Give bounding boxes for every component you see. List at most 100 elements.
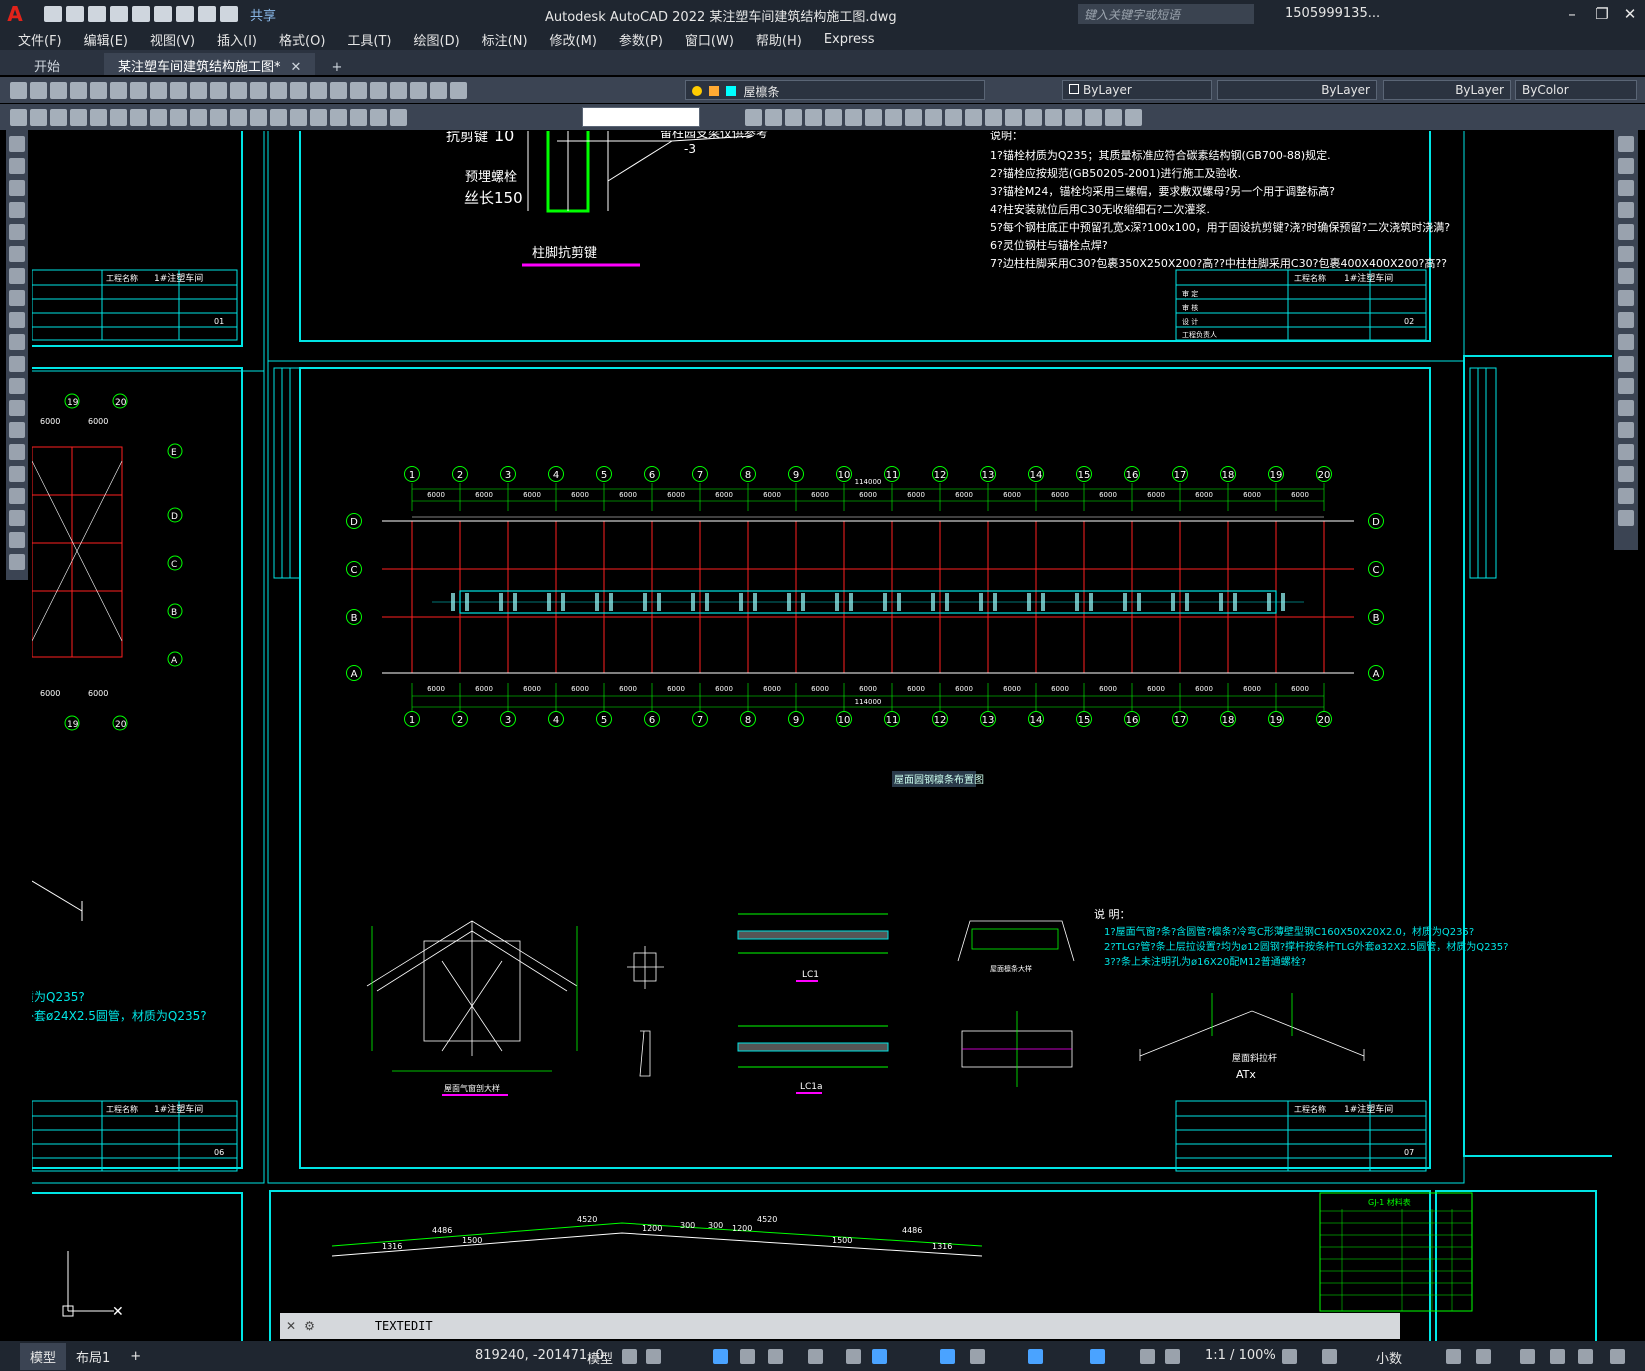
tab-drawing[interactable]: 某注塑车间建筑结构施工图*✕: [104, 53, 316, 75]
copy-tool-icon[interactable]: [1618, 158, 1634, 174]
tab-model[interactable]: 模型: [20, 1342, 67, 1370]
explode-tool-icon[interactable]: [1618, 510, 1634, 526]
properties-icon[interactable]: [330, 81, 347, 99]
isodraft-icon[interactable]: [768, 1349, 783, 1364]
tolerance-icon[interactable]: [270, 108, 287, 126]
offset-tool-icon[interactable]: [1618, 202, 1634, 218]
model-space-toggle[interactable]: 模型: [587, 1352, 614, 1367]
layer-iso-icon[interactable]: [1065, 108, 1082, 126]
break-tool-icon[interactable]: [1618, 400, 1634, 416]
scale-tool-icon[interactable]: [1618, 290, 1634, 306]
mtext-icon[interactable]: [9, 532, 25, 548]
offset-icon[interactable]: [805, 108, 822, 126]
dim-ordinate-icon[interactable]: [70, 108, 87, 126]
region-icon[interactable]: [9, 488, 25, 504]
isolate-objects-icon[interactable]: [1520, 1349, 1535, 1364]
zoom-prev-icon[interactable]: [310, 81, 327, 99]
lineweight-icon[interactable]: [872, 1349, 887, 1364]
menu-window[interactable]: 窗口(W): [684, 33, 734, 49]
publish-icon[interactable]: [110, 81, 127, 99]
polygon-icon[interactable]: [9, 202, 25, 218]
maximize-button[interactable]: ❐: [1595, 5, 1609, 23]
linetype-dropdown[interactable]: ByLayer: [1217, 80, 1377, 100]
dim-linear-icon[interactable]: [10, 108, 27, 126]
markup-icon[interactable]: [410, 81, 427, 99]
clean-screen-icon[interactable]: [1578, 1349, 1593, 1364]
help-icon[interactable]: [450, 81, 467, 99]
layer-freeze-tool-icon[interactable]: [1105, 108, 1122, 126]
dim-angular-icon[interactable]: [150, 108, 167, 126]
open-icon[interactable]: [30, 81, 47, 99]
auto-scale-icon[interactable]: [1140, 1349, 1155, 1364]
copy-icon[interactable]: [150, 81, 167, 99]
menu-tools[interactable]: 工具(T): [347, 33, 392, 49]
workspace-gear-icon[interactable]: [1282, 1349, 1297, 1364]
chamfer-tool-icon[interactable]: [1618, 444, 1634, 460]
dim-space-icon[interactable]: [230, 108, 247, 126]
erase-tool-icon[interactable]: [1618, 136, 1634, 152]
revcloud-icon[interactable]: [9, 290, 25, 306]
preview-icon[interactable]: [90, 81, 107, 99]
graphics-performance-icon[interactable]: [1550, 1349, 1565, 1364]
add-layout-icon[interactable]: +: [130, 1348, 142, 1364]
layer-off-icon[interactable]: [1085, 108, 1102, 126]
arc-icon[interactable]: [9, 246, 25, 262]
polar-icon[interactable]: [740, 1349, 755, 1364]
stretch-tool-icon[interactable]: [1618, 312, 1634, 328]
spline-icon[interactable]: [9, 312, 25, 328]
extend-tool-icon[interactable]: [1618, 356, 1634, 372]
menu-format[interactable]: 格式(O): [279, 33, 326, 49]
menu-help[interactable]: 帮助(H): [755, 33, 802, 49]
dim-jogged-icon[interactable]: [110, 108, 127, 126]
menu-parametric[interactable]: 参数(P): [618, 33, 663, 49]
gradient-icon[interactable]: [9, 466, 25, 482]
redo-icon[interactable]: [220, 6, 238, 22]
design-center-icon[interactable]: [350, 81, 367, 99]
dynamic-ucs-icon[interactable]: [1028, 1349, 1043, 1364]
layer-dropdown[interactable]: 屋檩条: [685, 80, 985, 100]
customization-icon[interactable]: [1610, 1349, 1625, 1364]
cmd-settings-icon[interactable]: ⚙: [304, 1319, 315, 1333]
move-icon[interactable]: [845, 108, 862, 126]
snap-icon[interactable]: [646, 1349, 661, 1364]
mirror-icon[interactable]: [785, 108, 802, 126]
new-file-icon[interactable]: [44, 6, 62, 22]
construction-line-icon[interactable]: [9, 158, 25, 174]
quick-dim-icon[interactable]: [170, 108, 187, 126]
ellipse-icon[interactable]: [9, 334, 25, 350]
plotstyle-dropdown[interactable]: ByColor: [1515, 80, 1637, 100]
insert-block-icon[interactable]: [9, 378, 25, 394]
object-track-icon[interactable]: [808, 1349, 823, 1364]
blend-curves-icon[interactable]: [1618, 488, 1634, 504]
dim-style-dropdown[interactable]: [582, 107, 700, 127]
save-icon[interactable]: [50, 81, 67, 99]
open-file-icon[interactable]: [66, 6, 84, 22]
dim-edit-icon[interactable]: [350, 108, 367, 126]
erase-icon[interactable]: [745, 108, 762, 126]
point-icon[interactable]: [9, 422, 25, 438]
dim-text-edit-icon[interactable]: [370, 108, 387, 126]
search-input[interactable]: 键入关键字或短语: [1078, 4, 1254, 24]
dim-update-icon[interactable]: [390, 108, 407, 126]
join-icon[interactable]: [985, 108, 1002, 126]
selection-cycling-icon[interactable]: [970, 1349, 985, 1364]
plot-icon[interactable]: [176, 6, 194, 22]
paste-icon[interactable]: [170, 81, 187, 99]
lineweight-dropdown[interactable]: ByLayer: [1383, 80, 1511, 100]
zoom-window-icon[interactable]: [290, 81, 307, 99]
zoom-icon[interactable]: [270, 81, 287, 99]
move-tool-icon[interactable]: [1618, 246, 1634, 262]
center-mark-icon[interactable]: [290, 108, 307, 126]
share-button[interactable]: 共享: [250, 8, 277, 24]
tab-layout1[interactable]: 布局1: [76, 1350, 111, 1366]
new-icon[interactable]: [10, 81, 27, 99]
break-point-icon[interactable]: [1618, 378, 1634, 394]
make-block-icon[interactable]: [9, 400, 25, 416]
mirror-tool-icon[interactable]: [1618, 180, 1634, 196]
minimize-button[interactable]: –: [1568, 5, 1576, 23]
model-space-canvas[interactable]: 抗剪键 10 预埋螺栓 丝长150 柱脚抗剪键 留柱园支梁仅供参考 -3 说明：…: [32, 131, 1612, 1346]
menu-express[interactable]: Express: [823, 31, 875, 47]
join-tool-icon[interactable]: [1618, 422, 1634, 438]
match-prop-icon[interactable]: [190, 81, 207, 99]
explode-icon[interactable]: [1045, 108, 1062, 126]
